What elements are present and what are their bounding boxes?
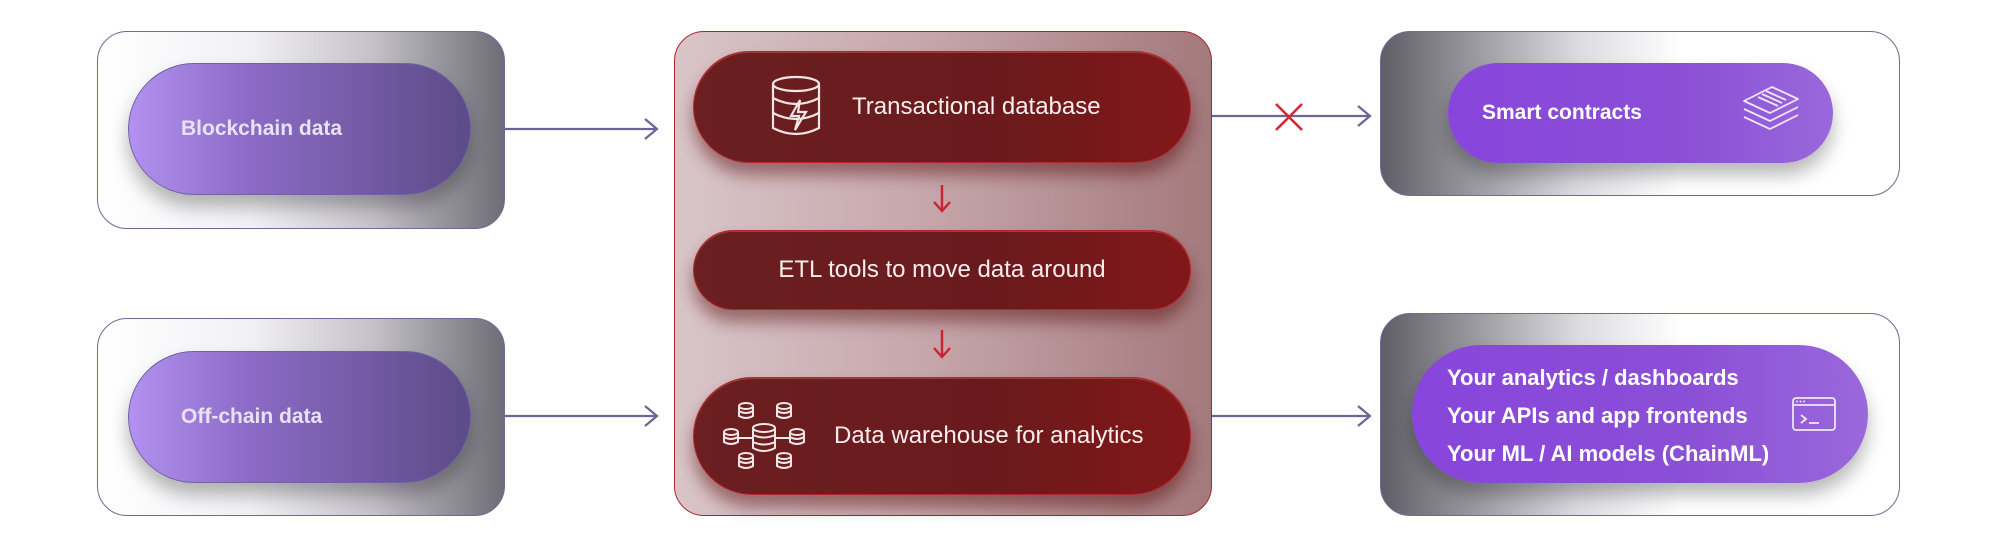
offchain-data-node: Off-chain data <box>128 351 471 483</box>
smart-contracts-label: Smart contracts <box>1482 101 1642 124</box>
outputs-node: Your analytics / dashboards Your APIs an… <box>1412 345 1868 483</box>
blocked-x-icon <box>1275 103 1303 131</box>
output-analytics: Your analytics / dashboards <box>1447 365 1739 390</box>
data-warehouse-node: Data warehouse for analytics <box>693 377 1191 495</box>
outputs-list: Your analytics / dashboards Your APIs an… <box>1447 359 1769 473</box>
arrow-warehouse-to-outputs <box>1212 405 1372 427</box>
smart-contracts-node: Smart contracts <box>1448 63 1833 163</box>
terminal-window-icon <box>1792 397 1836 436</box>
arrow-etl-to-warehouse <box>933 330 951 359</box>
arrow-transactional-to-etl <box>933 185 951 213</box>
transactional-database-label: Transactional database <box>852 93 1101 120</box>
etl-tools-node: ETL tools to move data around <box>693 230 1191 310</box>
transactional-database-node: Transactional database <box>693 51 1191 163</box>
database-cluster-icon <box>722 400 806 479</box>
arrow-blockchain-to-pipeline <box>505 118 659 140</box>
blockchain-data-label: Blockchain data <box>181 117 343 140</box>
output-ml-models: Your ML / AI models (ChainML) <box>1447 441 1770 466</box>
output-apis: Your APIs and app frontends <box>1447 403 1748 428</box>
arrow-offchain-to-pipeline <box>505 405 659 427</box>
etl-tools-label: ETL tools to move data around <box>778 256 1106 283</box>
offchain-data-label: Off-chain data <box>181 405 323 428</box>
blockchain-data-node: Blockchain data <box>128 63 471 195</box>
data-warehouse-label: Data warehouse for analytics <box>834 422 1144 449</box>
database-bolt-icon <box>770 74 826 147</box>
document-stack-icon <box>1740 85 1802 147</box>
